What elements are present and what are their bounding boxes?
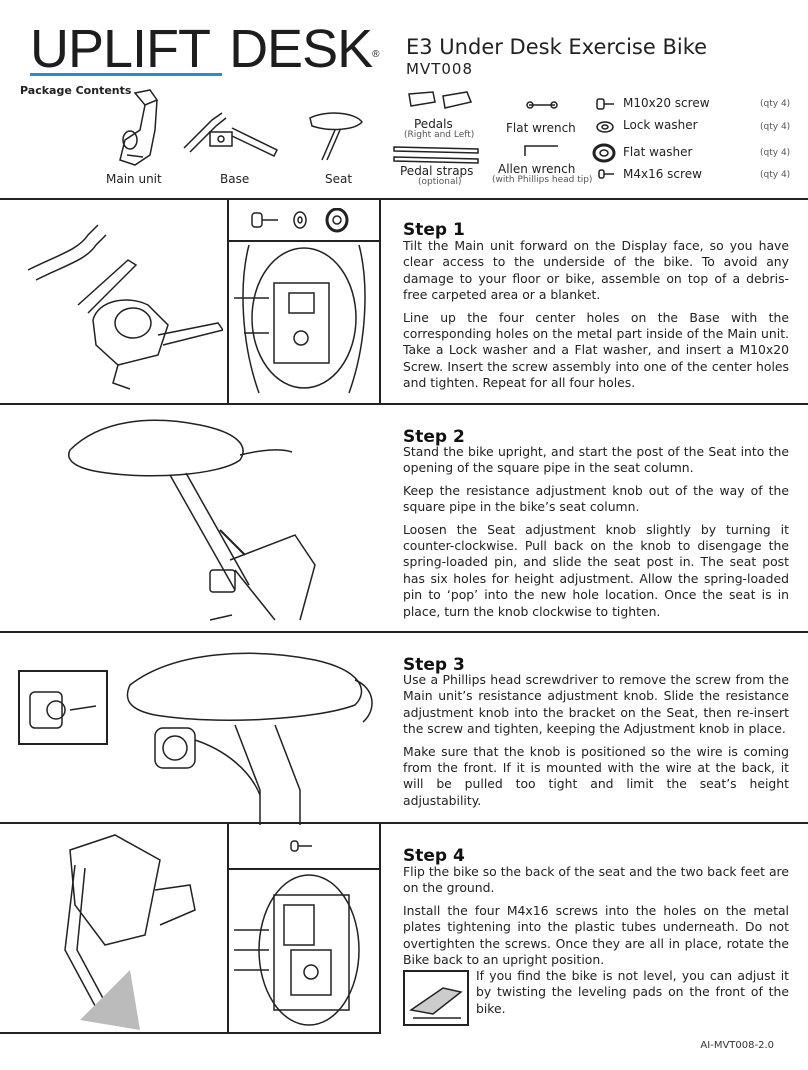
section-bottom-rule xyxy=(0,1032,381,1034)
small-screw-icon xyxy=(598,169,614,179)
hardware-box-divider xyxy=(227,240,381,242)
part-pedal-straps-note: (optional) xyxy=(418,177,462,187)
flat-washer-icon xyxy=(592,143,616,163)
pedal-straps-illustration xyxy=(393,146,479,164)
step-1-paragraph: Tilt the Main unit forward on the Displa… xyxy=(403,238,789,303)
m4-screw-icon xyxy=(290,840,312,852)
seat-illustration xyxy=(309,112,363,161)
allen-wrench-icon xyxy=(524,145,558,156)
step-2-text: Stand the bike upright, and start the po… xyxy=(403,444,789,626)
step-4-text: Flip the bike so the back of the seat an… xyxy=(403,864,789,974)
hardware-m10x20-screw: M10x20 screw xyxy=(623,96,710,110)
step2-illustration xyxy=(68,419,316,621)
hardware-qty: (qty 4) xyxy=(760,122,791,132)
section-divider xyxy=(0,822,808,824)
step-2-title: Step 2 xyxy=(403,427,465,447)
model-number: MVT008 xyxy=(406,60,473,78)
hardware-lock-washer: Lock washer xyxy=(623,118,698,132)
step-4-note: If you find the bike is not level, you c… xyxy=(476,968,789,1016)
step1-hardware-icons xyxy=(251,208,349,233)
part-base: Base xyxy=(220,172,250,186)
step3-inset-illustration xyxy=(18,670,108,745)
part-pedals-note: (Right and Left) xyxy=(404,130,475,140)
part-flat-wrench: Flat wrench xyxy=(506,121,576,135)
step3-illustration xyxy=(126,652,373,825)
column-divider xyxy=(379,822,381,1034)
screw-icon xyxy=(596,98,614,110)
base-illustration xyxy=(183,112,279,157)
step-2-paragraph: Stand the bike upright, and start the po… xyxy=(403,444,789,476)
step-4-paragraph: Install the four M4x16 screws into the h… xyxy=(403,902,789,968)
leveling-pad-illustration xyxy=(403,970,469,1026)
step4-detail-illustration xyxy=(234,874,360,1026)
step-3-text: Use a Phillips head screwdriver to remov… xyxy=(403,672,789,815)
step-2-paragraph: Keep the resistance adjustment knob out … xyxy=(403,482,789,515)
column-divider xyxy=(227,198,229,404)
flat-wrench-icon xyxy=(526,101,558,109)
step-3-paragraph: Use a Phillips head screwdriver to remov… xyxy=(403,672,789,737)
step-1-title: Step 1 xyxy=(403,220,465,240)
part-seat: Seat xyxy=(325,172,353,186)
brand-name-uplift: UPLIFT xyxy=(30,19,210,79)
step1-detail-illustration xyxy=(234,244,366,394)
column-divider xyxy=(227,822,229,1034)
section-divider xyxy=(0,403,808,405)
step-4-title: Step 4 xyxy=(403,846,465,866)
step1-illustration xyxy=(27,224,223,390)
section-divider xyxy=(0,631,808,633)
part-allen-wrench-note: (with Phillips head tip) xyxy=(492,175,593,185)
document-code: AI-MVT008-2.0 xyxy=(700,1040,774,1051)
part-pedals: Pedals xyxy=(414,117,453,131)
step-3-paragraph: Make sure that the knob is positioned so… xyxy=(403,743,789,808)
part-allen-wrench: Allen wrench xyxy=(498,162,576,176)
step4-illustration xyxy=(64,834,196,1030)
step-1-paragraph: Line up the four center holes on the Bas… xyxy=(403,309,789,391)
hardware-flat-washer: Flat washer xyxy=(623,145,693,159)
step-1-text: Tilt the Main unit forward on the Displa… xyxy=(403,238,789,398)
document-title: E3 Under Desk Exercise Bike xyxy=(406,35,708,59)
package-contents-title: Package Contents xyxy=(20,84,132,97)
step-2-paragraph: Loosen the Seat adjustment knob slightly… xyxy=(403,521,789,619)
column-divider xyxy=(379,198,381,404)
section-divider xyxy=(0,198,808,200)
main-unit-illustration xyxy=(119,89,159,166)
hardware-qty: (qty 4) xyxy=(760,148,791,158)
brand-name-desk: DESK xyxy=(229,19,373,79)
hardware-m4x16-screw: M4x16 screw xyxy=(623,167,702,181)
pedals-illustration xyxy=(408,91,473,109)
hardware-qty: (qty 4) xyxy=(760,99,791,109)
logo-underline xyxy=(30,73,222,76)
step-3-title: Step 3 xyxy=(403,655,465,675)
part-main-unit: Main unit xyxy=(106,172,162,186)
hardware-qty: (qty 4) xyxy=(760,170,791,180)
hardware-box-divider xyxy=(227,868,381,870)
registered-mark: ® xyxy=(372,49,379,60)
part-pedal-straps: Pedal straps xyxy=(400,164,474,178)
brand-logo: UPLIFT DESK® xyxy=(30,19,380,79)
step-4-paragraph: Flip the bike so the back of the seat an… xyxy=(403,864,789,896)
lock-washer-icon xyxy=(596,121,614,133)
